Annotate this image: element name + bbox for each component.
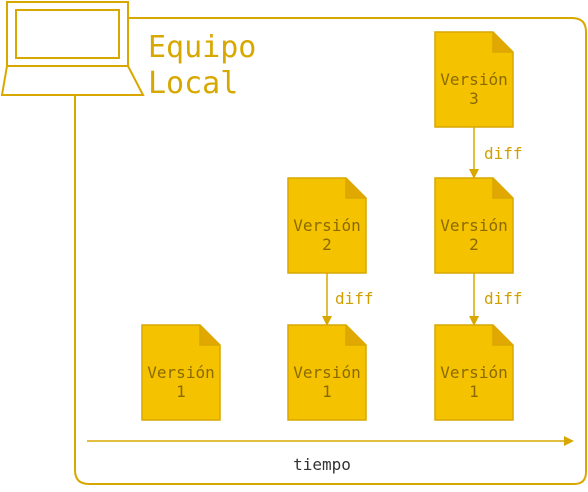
document-number: 1 <box>322 382 332 401</box>
document-number: 1 <box>469 382 479 401</box>
document-icon <box>287 324 367 421</box>
document-label: Versión <box>440 216 507 235</box>
diff-label-col3-lower: diff <box>484 289 523 308</box>
document-version-1-col2: Versión 1 <box>287 324 367 421</box>
document-version-1-col1: Versión 1 <box>141 324 221 421</box>
document-label: Versión <box>293 216 360 235</box>
document-label: Versión <box>440 363 507 382</box>
document-version-2-col2: Versión 2 <box>287 177 367 274</box>
diff-label-col2: diff <box>335 289 374 308</box>
document-icon <box>141 324 221 421</box>
title-line-2: Local <box>148 66 238 101</box>
document-number: 1 <box>176 382 186 401</box>
diff-label-col3-upper: diff <box>484 144 523 163</box>
timeline-label: tiempo <box>293 455 351 474</box>
local-machine-container <box>74 17 587 485</box>
document-icon <box>434 31 514 128</box>
document-icon <box>434 324 514 421</box>
title-line-1: Equipo <box>148 30 256 65</box>
document-icon <box>287 177 367 274</box>
document-version-3-col3: Versión 3 <box>434 31 514 128</box>
document-version-2-col3: Versión 2 <box>434 177 514 274</box>
document-number: 2 <box>322 235 332 254</box>
document-label: Versión <box>147 363 214 382</box>
document-label: Versión <box>440 70 507 89</box>
document-label: Versión <box>293 363 360 382</box>
document-number: 3 <box>469 89 479 108</box>
laptop-icon <box>0 1 145 96</box>
document-number: 2 <box>469 235 479 254</box>
document-icon <box>434 177 514 274</box>
document-version-1-col3: Versión 1 <box>434 324 514 421</box>
